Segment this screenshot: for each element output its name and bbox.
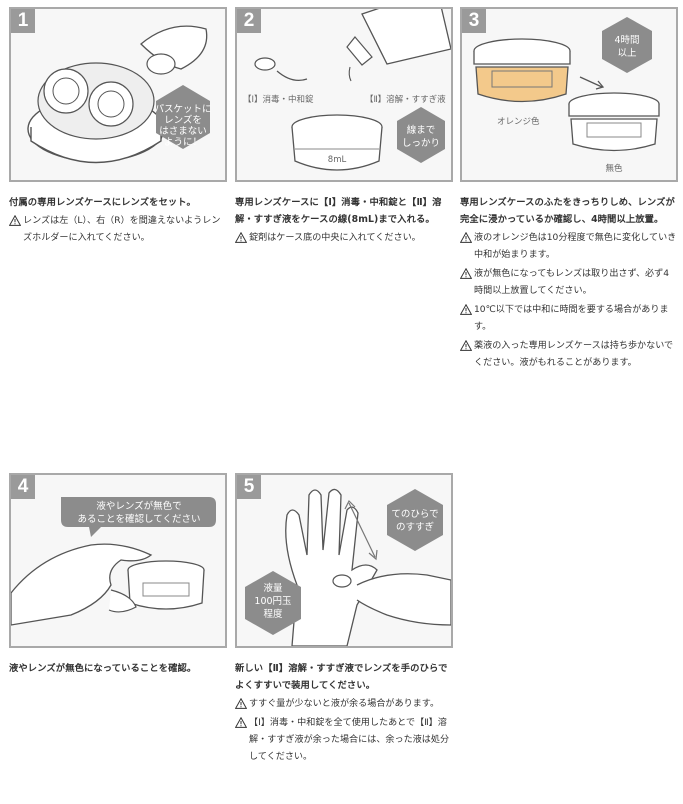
note-text: すすぐ量が少ないと液が余る場合があります。 <box>249 699 440 709</box>
step-caption: 専用レンズケースに【Ⅰ】消毒・中和錠と【Ⅱ】溶解・すすぎ液をケースの線(8mL)… <box>235 197 442 225</box>
step-number-badge: 5 <box>237 475 261 499</box>
orange-label: オレンジ色 <box>497 116 540 127</box>
warning-triangle-icon <box>460 232 472 243</box>
hexagon-text: パスケットに <box>154 104 211 115</box>
colorless-label: 無色 <box>605 163 623 174</box>
step-2: 【Ⅰ】消毒・中和錠 【Ⅱ】溶解・すすぎ液 8mL 線まで しっかり 2 専用レン… <box>235 7 453 247</box>
hexagon-text: 程度 <box>263 608 283 620</box>
note-item: すすぐ量が少ないと液が余る場合があります。 <box>235 696 453 713</box>
hexagon-text: しっかり <box>402 138 440 149</box>
hexagon-text: のすすぎ <box>396 521 435 533</box>
case-volume-mark: 8mL <box>328 155 347 165</box>
step-number-badge: 4 <box>11 475 35 499</box>
hexagon-text: はさまない <box>159 126 207 137</box>
note-item: レンズは左（L）、右（R）を間違えないようレンズホルダーに入れてください。 <box>9 213 227 247</box>
lens-case-open-illustration: パスケットに レンズを はさまない ように！ <box>27 25 212 164</box>
step-4-illustration: 液やレンズが無色で あることを確認してください 4 <box>9 473 227 648</box>
note-text: 液が無色になってもレンズは取り出さず、必ず4時間以上放置してください。 <box>474 269 670 296</box>
warning-triangle-icon <box>235 717 247 728</box>
warning-triangle-icon <box>460 340 472 351</box>
note-item: 薬液の入った専用レンズケースは持ち歩かないでください。液がもれることがあります。 <box>460 338 678 372</box>
step-notes: 液のオレンジ色は10分程度で無色に変化していき中和が始まります。 液が無色になっ… <box>460 230 678 372</box>
note-text: 液のオレンジ色は10分程度で無色に変化していき中和が始まります。 <box>474 233 677 260</box>
warning-triangle-icon <box>460 304 472 315</box>
warning-triangle-icon <box>235 698 247 709</box>
lens-case-soaking-illustration: オレンジ色 無色 4時間 以上 <box>473 17 660 174</box>
step-notes: 錠剤はケース底の中央に入れてください。 <box>235 230 453 247</box>
note-item: 液が無色になってもレンズは取り出さず、必ず4時間以上放置してください。 <box>460 266 678 300</box>
step-3: オレンジ色 無色 4時間 以上 3 専用レンズケースのふたをきっちりしめ、レンズ… <box>460 7 678 372</box>
step-notes: すすぐ量が少ないと液が余る場合があります。 【Ⅰ】消毒・中和錠を全て使用したあと… <box>235 696 453 766</box>
step-2-illustration: 【Ⅰ】消毒・中和錠 【Ⅱ】溶解・すすぎ液 8mL 線まで しっかり 2 <box>235 7 453 182</box>
tablet-label: 【Ⅰ】消毒・中和錠 <box>243 94 314 105</box>
note-item: 錠剤はケース底の中央に入れてください。 <box>235 230 453 247</box>
step-1: パスケットに レンズを はさまない ように！ 1 付属の専用レンズケースにレンズ… <box>9 7 227 247</box>
hexagon-badge <box>397 107 445 163</box>
note-item: 10℃以下では中和に時間を要する場合があります。 <box>460 302 678 336</box>
hand-checking-case-illustration: 液やレンズが無色で あることを確認してください <box>11 497 216 626</box>
step-number-badge: 2 <box>237 9 261 33</box>
step-3-illustration: オレンジ色 無色 4時間 以上 3 <box>460 7 678 182</box>
note-text: 薬液の入った専用レンズケースは持ち歩かないでください。液がもれることがあります。 <box>474 341 674 368</box>
hexagon-text: 液量 <box>263 582 283 594</box>
hexagon-text: 線まで <box>407 124 436 136</box>
step-caption: 専用レンズケースのふたをきっちりしめ、レンズが完全に浸かっているか確認し、4時間… <box>460 197 675 225</box>
warning-triangle-icon <box>235 232 247 243</box>
warning-triangle-icon <box>460 268 472 279</box>
solution-pouring-illustration: 【Ⅰ】消毒・中和錠 【Ⅱ】溶解・すすぎ液 8mL 線まで しっかり <box>243 9 451 171</box>
step-caption: 液やレンズが無色になっていることを確認。 <box>9 663 197 674</box>
step-5: てのひらで のすすぎ 液量 100円玉 程度 5 新しい【Ⅱ】溶解・すすぎ液でレ… <box>235 473 453 766</box>
hexagon-text: 100円玉 <box>254 596 292 607</box>
step-4: 液やレンズが無色で あることを確認してください 4 液やレンズが無色になっている… <box>9 473 227 677</box>
step-5-illustration: てのひらで のすすぎ 液量 100円玉 程度 5 <box>235 473 453 648</box>
note-text: 【Ⅰ】消毒・中和錠を全て使用したあとで【Ⅱ】溶解・すすぎ液が余った場合には、余っ… <box>249 718 450 762</box>
note-text: 錠剤はケース底の中央に入れてください。 <box>249 233 421 243</box>
step-caption: 付属の専用レンズケースにレンズをセット。 <box>9 197 196 208</box>
hexagon-text: レンズを <box>164 114 202 126</box>
step-1-illustration: パスケットに レンズを はさまない ように！ 1 <box>9 7 227 182</box>
note-text: 10℃以下では中和に時間を要する場合があります。 <box>474 305 669 332</box>
palm-rinsing-illustration: てのひらで のすすぎ 液量 100円玉 程度 <box>245 488 451 646</box>
bubble-text: 液やレンズが無色で <box>96 500 181 512</box>
hexagon-badge <box>387 489 443 551</box>
hexagon-badge <box>602 17 652 73</box>
note-text: レンズは左（L）、右（R）を間違えないようレンズホルダーに入れてください。 <box>23 216 221 243</box>
hexagon-text: 4時間 <box>614 35 639 46</box>
step-notes: レンズは左（L）、右（R）を間違えないようレンズホルダーに入れてください。 <box>9 213 227 247</box>
hexagon-badge <box>245 571 301 635</box>
step-number-badge: 1 <box>11 9 35 33</box>
note-item: 液のオレンジ色は10分程度で無色に変化していき中和が始まります。 <box>460 230 678 264</box>
step-number-badge: 3 <box>462 9 486 33</box>
hexagon-text: 以上 <box>617 48 637 59</box>
hexagon-text: てのひらで <box>391 509 438 520</box>
step-caption: 新しい【Ⅱ】溶解・すすぎ液でレンズを手のひらでよくすすいで装用してください。 <box>235 663 448 691</box>
hexagon-text: ように！ <box>164 137 202 148</box>
note-item: 【Ⅰ】消毒・中和錠を全て使用したあとで【Ⅱ】溶解・すすぎ液が余った場合には、余っ… <box>235 715 453 766</box>
hexagon-badge <box>156 85 210 149</box>
warning-triangle-icon <box>9 215 21 226</box>
speech-bubble <box>61 497 216 537</box>
solution-label: 【Ⅱ】溶解・すすぎ液 <box>365 94 446 105</box>
bubble-text: あることを確認してください <box>78 513 201 525</box>
